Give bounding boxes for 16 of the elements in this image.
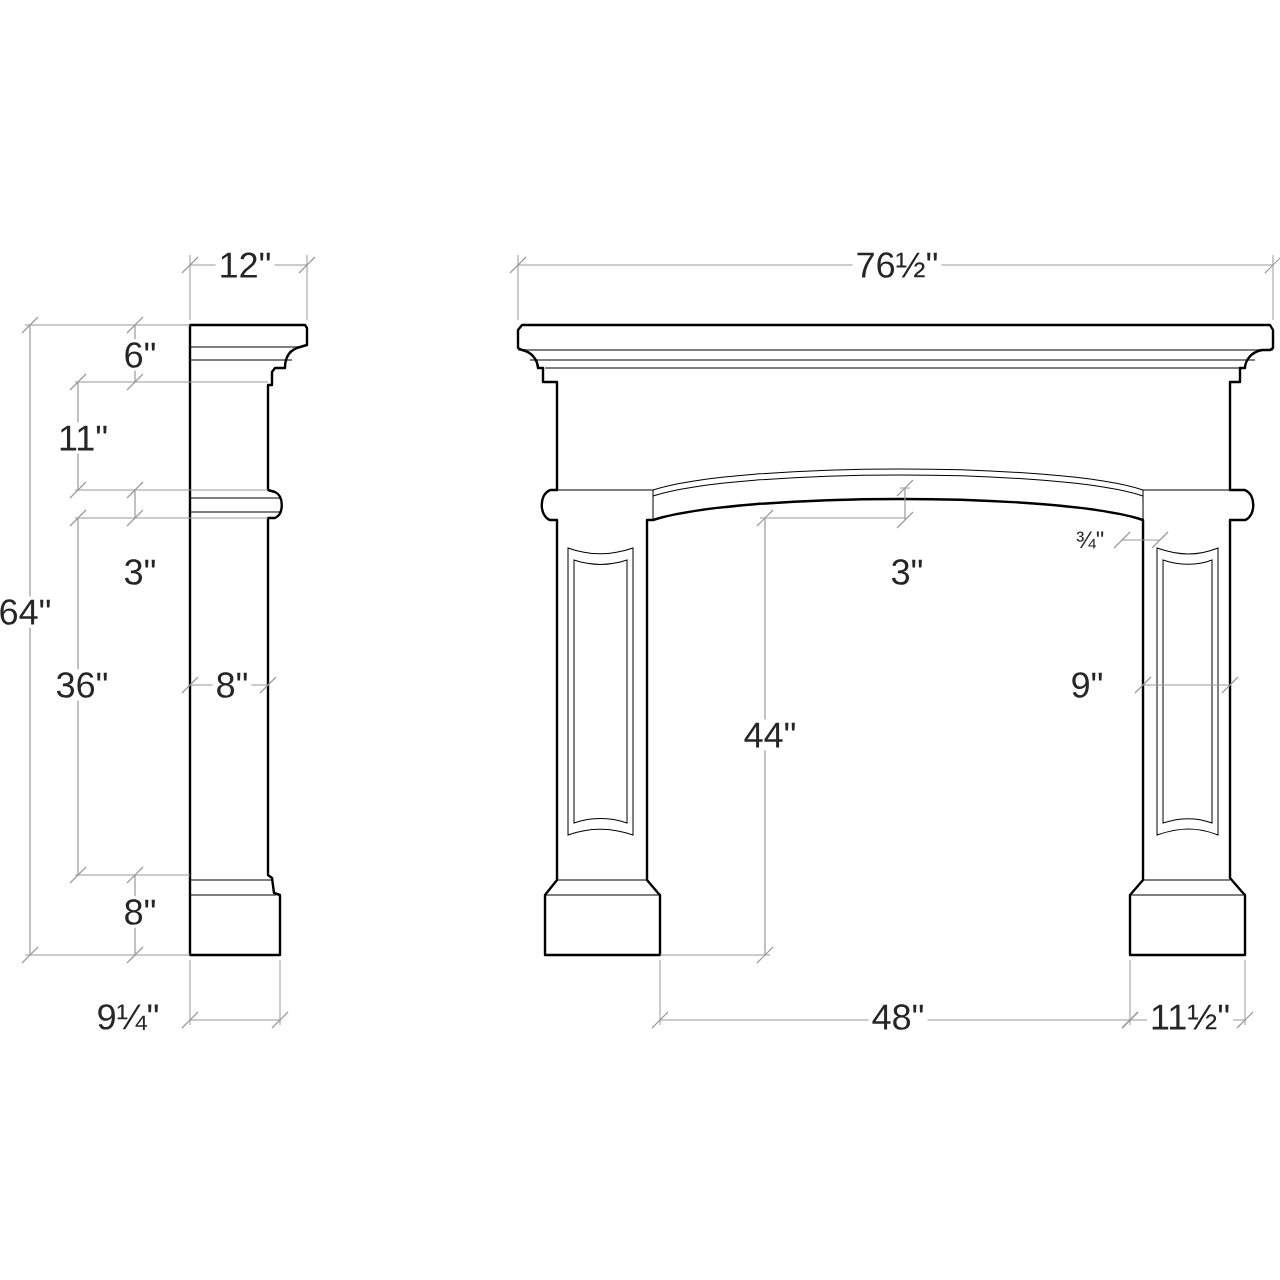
dimension-label: ¾" [1072, 528, 1108, 552]
dimension-label: 11" [54, 422, 112, 454]
dimension-label: 9¼" [93, 1001, 163, 1033]
dimension-label: 9" [1067, 669, 1107, 701]
dimension-label: 12" [215, 249, 275, 281]
dimension-label: 3" [887, 556, 927, 588]
dimension-label: 6" [120, 339, 160, 371]
dimension-label: 3" [120, 556, 160, 588]
dimension-label: 8" [120, 896, 160, 928]
dimension-label: 64" [0, 596, 55, 628]
dimension-label: 36" [52, 669, 112, 701]
dimension-label: 11½" [1146, 1001, 1234, 1033]
dimension-label: 76½" [852, 249, 942, 281]
dimension-label: 48" [868, 1001, 928, 1033]
dimension-label: 8" [212, 669, 252, 701]
dimension-label: 44" [740, 719, 800, 751]
